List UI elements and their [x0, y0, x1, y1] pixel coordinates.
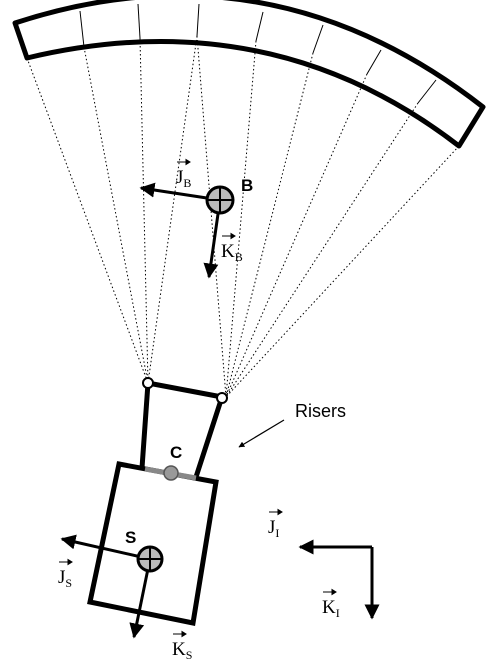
j-body-symbol: J — [176, 167, 183, 188]
j-payload-overarrow — [59, 558, 73, 566]
k-inertial-subscript: I — [336, 606, 340, 620]
j-inertial-label: JI — [268, 517, 279, 540]
k-inertial-label: KI — [322, 597, 340, 620]
k-body-label: KB — [221, 241, 243, 264]
k-inertial-overarrow — [323, 588, 337, 596]
riser-joint-right — [216, 392, 228, 404]
k-payload-label: KS — [172, 639, 192, 662]
payload-frame: S JS KS — [58, 528, 192, 662]
payload-point-marker — [136, 545, 164, 573]
risers — [139, 380, 225, 480]
j-payload-arrow — [60, 534, 151, 561]
inertial-frame: JI KI — [268, 508, 380, 620]
j-payload-symbol: J — [58, 567, 65, 588]
j-body-overarrow — [177, 158, 191, 166]
payload-box — [87, 461, 219, 626]
j-inertial-overarrow — [269, 508, 283, 516]
suspension-lines — [26, 35, 460, 398]
confluence-point-marker — [163, 465, 179, 481]
k-payload-subscript: S — [186, 648, 193, 662]
j-payload-subscript: S — [65, 576, 72, 590]
body-point-label: B — [241, 176, 253, 195]
body-frame: B JB KB — [139, 158, 253, 279]
j-inertial-symbol: J — [268, 517, 275, 538]
risers-label: Risers — [295, 401, 346, 421]
j-inertial-subscript: I — [275, 526, 279, 540]
canopy-outline — [12, 0, 486, 149]
canopy — [12, 0, 486, 149]
j-payload-label: JS — [58, 567, 72, 590]
payload: C — [87, 443, 219, 626]
k-body-subscript: B — [235, 250, 243, 264]
k-inertial-symbol: K — [322, 597, 336, 618]
k-payload-overarrow — [173, 630, 187, 638]
confluence-point-label: C — [170, 443, 182, 462]
payload-point-label: S — [125, 528, 136, 547]
risers-pointer-arrow — [238, 419, 285, 448]
body-point-marker — [205, 185, 235, 215]
j-body-subscript: B — [183, 176, 191, 190]
k-payload-symbol: K — [172, 639, 186, 660]
riser-joint-left — [142, 377, 154, 389]
j-body-label: JB — [176, 167, 191, 190]
k-body-symbol: K — [221, 241, 235, 262]
k-body-overarrow — [222, 232, 236, 240]
canopy-cell-dividers — [79, 3, 437, 104]
